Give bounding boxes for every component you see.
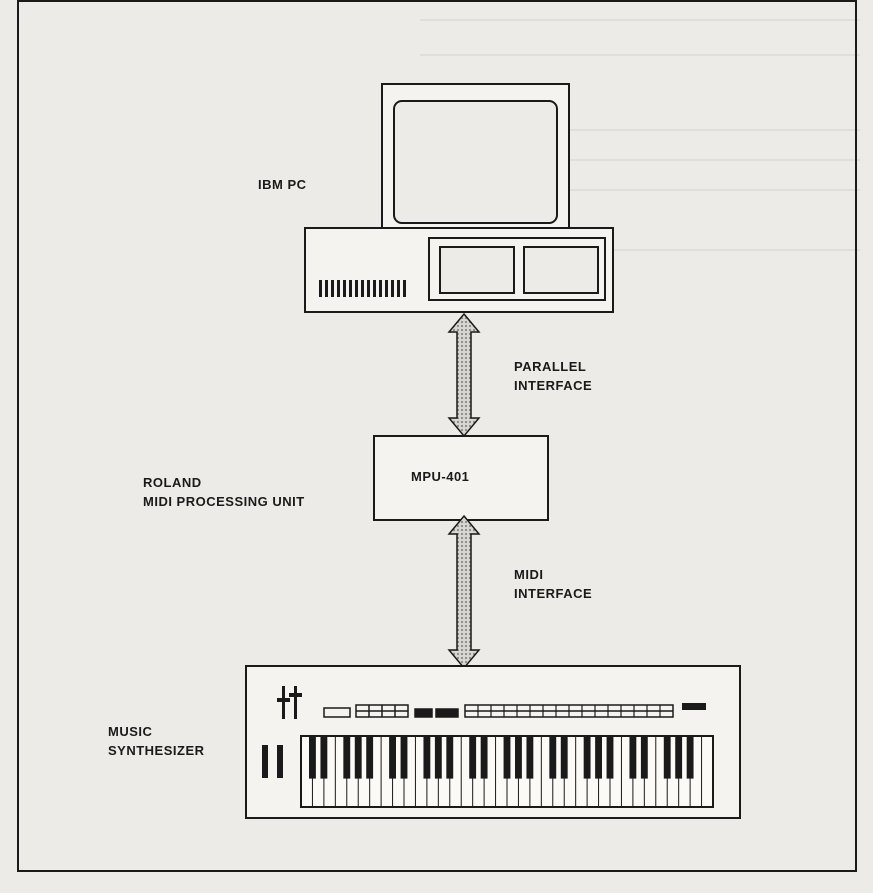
black-key [366,736,373,779]
parallel-interface-arrow [449,314,479,436]
black-key [664,736,671,779]
black-key [389,736,396,779]
black-key [309,736,316,779]
roland-unit-label: ROLAND MIDI PROCESSING UNIT [143,473,305,511]
black-key [343,736,350,779]
black-key [469,736,476,779]
music-synthesizer-label: MUSIC SYNTHESIZER [108,722,205,760]
black-key [675,736,682,779]
pc-monitor [382,84,569,230]
black-key [355,736,362,779]
pc-vent-slots [319,280,406,297]
parallel-interface-label: PARALLEL INTERFACE [514,357,592,395]
black-key [504,736,511,779]
black-key [641,736,648,779]
floppy-drive-left [440,247,514,293]
black-key [607,736,614,779]
black-key [320,736,327,779]
black-key [629,736,636,779]
ibm-pc-label: IBM PC [258,175,307,194]
black-key [526,736,533,779]
black-key [584,736,591,779]
black-key [401,736,408,779]
black-key [549,736,556,779]
black-key [515,736,522,779]
black-key [595,736,602,779]
black-key [481,736,488,779]
black-key [423,736,430,779]
midi-interface-arrow [449,516,479,668]
black-key [446,736,453,779]
pc-system-unit [305,228,613,312]
mpu-401-label: MPU-401 [411,467,469,486]
black-key [435,736,442,779]
midi-interface-label: MIDI INTERFACE [514,565,592,603]
synth-keyboard [301,736,713,807]
black-key [687,736,694,779]
floppy-drive-right [524,247,598,293]
synth-display-bar [682,703,706,710]
black-key [561,736,568,779]
